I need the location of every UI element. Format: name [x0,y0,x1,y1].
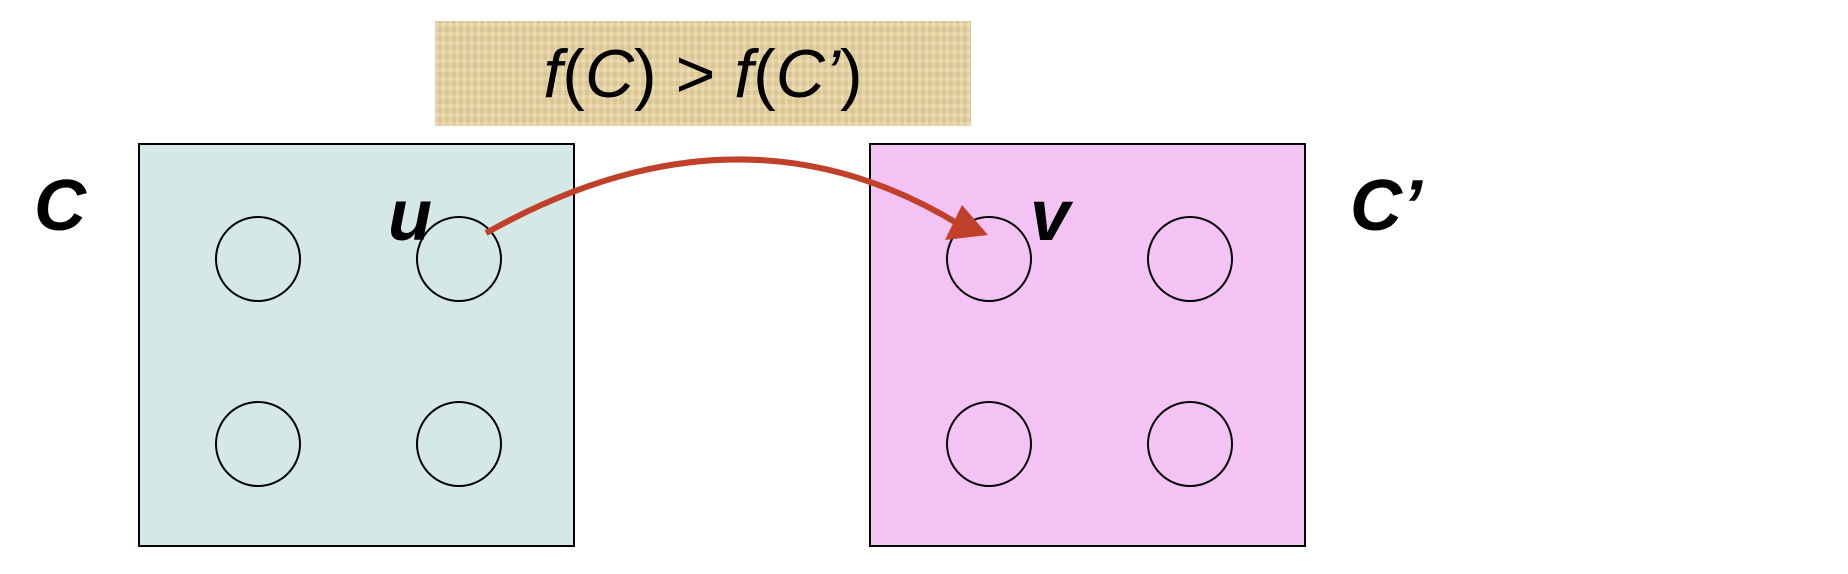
cluster-c-prime-label: C’ [1350,166,1422,246]
node-c-4 [416,401,502,487]
node-v [946,216,1032,302]
node-cp-2 [1147,216,1233,302]
node-u [416,216,502,302]
node-c-3 [215,401,301,487]
node-v-label: v [1030,176,1071,256]
node-cp-4 [1147,401,1233,487]
cluster-c-prime-box [869,143,1306,547]
node-u-label: u [388,176,432,256]
edge-u-to-v [484,156,962,236]
node-cp-3 [946,401,1032,487]
cluster-c-label: C [34,166,86,246]
node-c-1 [215,216,301,302]
arrowhead-icon [945,205,988,240]
formula-text: f(C) > f(C’) [543,35,863,112]
cluster-c-box [138,143,575,547]
formula-box: f(C) > f(C’) [435,21,971,126]
